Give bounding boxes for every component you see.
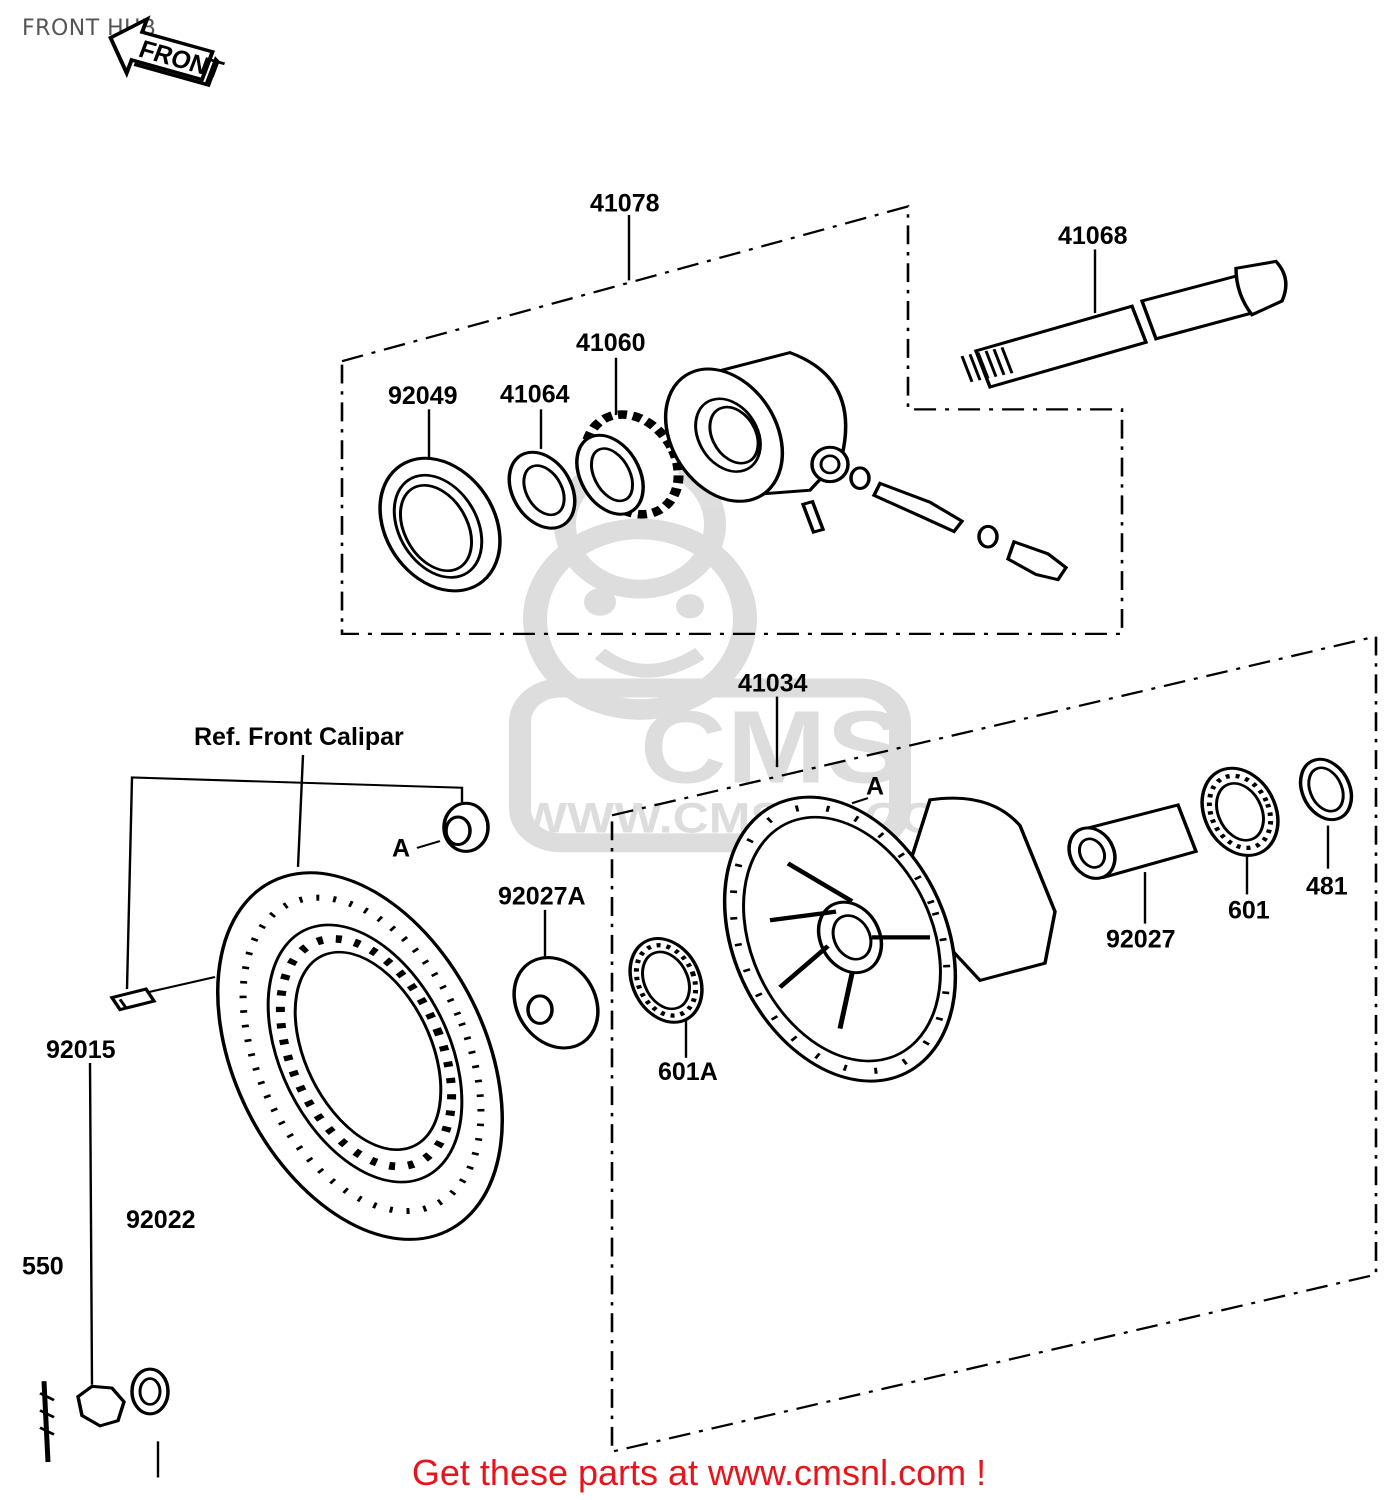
label-41064: 41064 [500, 380, 570, 408]
label-481: 481 [1306, 872, 1348, 900]
label-41078: 41078 [590, 190, 660, 218]
part-92027a-spacer [512, 956, 600, 1050]
label-a-left: A [392, 835, 410, 863]
part-601a-bearing [628, 937, 704, 1024]
part-92049-oil-seal [378, 456, 502, 593]
part-labels: 41078 41068 41060 92049 41064 41034 Ref.… [22, 190, 1348, 1281]
label-92049: 92049 [388, 382, 458, 410]
part-92027-spacer-tube [1067, 803, 1199, 880]
label-ref-front-caliper: Ref. Front Calipar [194, 723, 404, 751]
label-a-hub: A [866, 773, 884, 801]
part-41064-retainer [507, 450, 577, 530]
label-41034: 41034 [738, 669, 808, 697]
part-disc-bolt [109, 987, 157, 1012]
part-92022-washer [130, 1367, 170, 1416]
part-brake-disc [216, 871, 504, 1241]
label-92027: 92027 [1106, 926, 1176, 954]
hub-group-outline [610, 634, 1378, 1454]
cms-watermark: CMS WWW.CMSNL.COM [509, 450, 981, 853]
part-gear-housing [663, 351, 850, 503]
label-550: 550 [22, 1253, 64, 1281]
diagram-content: CMS WWW.CMSNL.COM FRONT [22, 15, 1378, 1478]
label-92022: 92022 [126, 1206, 196, 1234]
label-41068: 41068 [1058, 222, 1128, 250]
speedometer-gear-group-outline [340, 204, 1124, 635]
part-41068-axle [960, 259, 1288, 389]
part-601-bearing [1200, 766, 1280, 857]
part-41060-gear [575, 410, 684, 519]
footer-cta-link[interactable]: Get these parts at www.cmsnl.com ! [411, 1452, 987, 1493]
part-550-pin [39, 1381, 55, 1463]
label-92015: 92015 [46, 1036, 116, 1064]
part-92015-nut [76, 1384, 126, 1428]
part-481-circlip [1298, 757, 1354, 822]
part-collar-a [442, 801, 490, 853]
label-92027a: 92027A [498, 883, 586, 911]
part-41034-hub [722, 795, 1057, 1083]
front-direction-arrow: FRONT [108, 15, 228, 88]
part-housing-small-parts [800, 466, 1069, 582]
leader-lines [88, 215, 1330, 1478]
label-41060: 41060 [576, 329, 646, 357]
watermark-brand: CMS [640, 689, 907, 804]
label-601a: 601A [658, 1058, 718, 1086]
label-601: 601 [1228, 896, 1270, 924]
